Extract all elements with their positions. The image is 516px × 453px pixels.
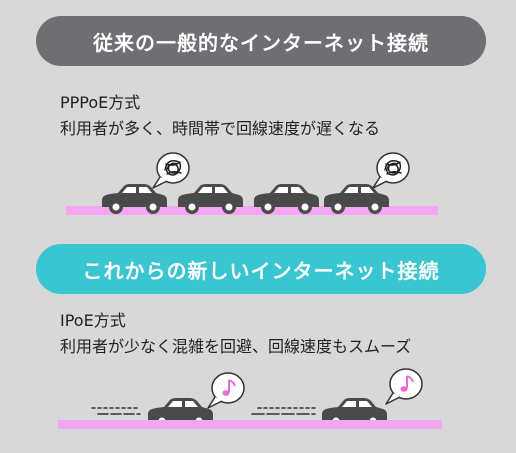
car-3	[254, 184, 319, 214]
new-connection-banner: これからの新しいインターネット接続	[36, 244, 486, 294]
car-1	[102, 184, 167, 214]
ipoe-text-block: IPoE方式 利用者が少なく混雑を回避、回線速度もスムーズ	[60, 308, 411, 360]
pppoe-text-block: PPPoE方式 利用者が多く、時間帯で回線速度が遅くなる	[60, 90, 380, 142]
speed-lines-2	[251, 407, 316, 415]
congested-road	[66, 206, 438, 215]
ipoe-method-label: IPoE方式	[60, 311, 126, 330]
old-connection-banner: 従来の一般的なインターネット接続	[36, 16, 486, 66]
smooth-road	[58, 420, 442, 429]
old-connection-banner-label: 従来の一般的なインターネット接続	[93, 30, 429, 55]
speed-lines-1	[91, 407, 141, 415]
car-4	[324, 184, 389, 214]
car-2	[178, 184, 243, 214]
pppoe-method-label: PPPoE方式	[60, 93, 141, 112]
pppoe-description: 利用者が多く、時間帯で回線速度が遅くなる	[60, 119, 381, 138]
music-note-icon	[206, 371, 246, 410]
tangled-scribble-icon	[151, 151, 191, 190]
new-connection-banner-label: これからの新しいインターネット接続	[82, 258, 440, 283]
ipoe-description: 利用者が少なく混雑を回避、回線速度もスムーズ	[60, 337, 412, 356]
music-note-icon	[384, 367, 424, 406]
tangled-scribble-icon	[371, 151, 411, 190]
